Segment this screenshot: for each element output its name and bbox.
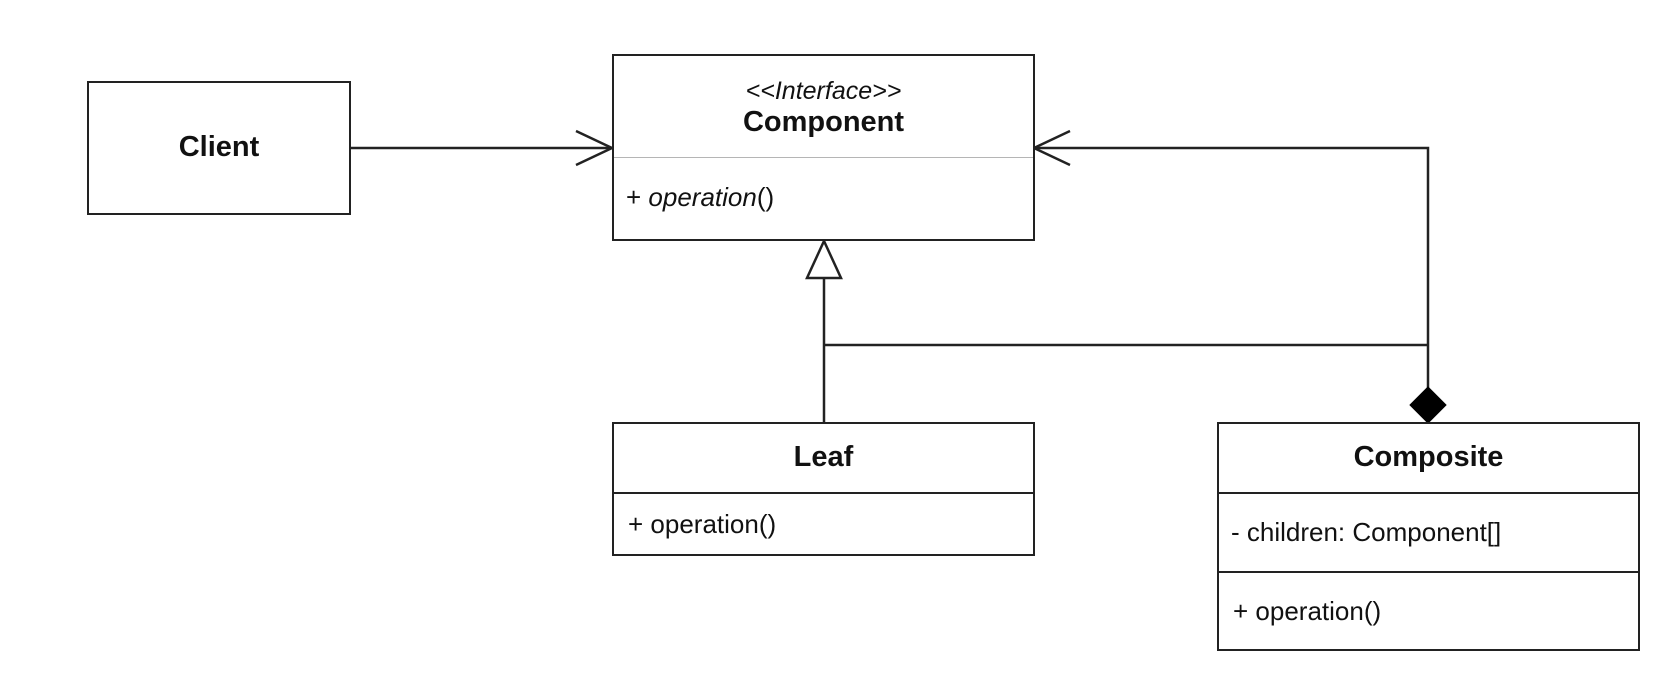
client-class[interactable]: Client: [87, 81, 351, 215]
leaf-title-section: Leaf: [614, 424, 1033, 492]
leaf-class[interactable]: Leaf + operation(): [612, 422, 1035, 556]
component-interface[interactable]: <<Interface>> Component + operation (): [612, 54, 1035, 241]
interface-stereotype: <<Interface>>: [745, 77, 902, 106]
component-method-suffix: (): [756, 182, 775, 212]
client-title-section: Client: [89, 83, 349, 213]
component-method-prefix: +: [626, 182, 649, 212]
component-title-section: <<Interface>> Component: [614, 56, 1033, 157]
composite-method: + operation(): [1219, 571, 1638, 649]
leaf-method: + operation(): [614, 492, 1033, 554]
component-methods-section: + operation (): [614, 157, 1033, 237]
client-class-name: Client: [178, 131, 260, 164]
leaf-class-name: Leaf: [793, 441, 854, 474]
component-operation-method: operation: [648, 182, 757, 212]
composite-children-line: [1034, 146, 1430, 403]
composite-children-attribute: - children: Component[]: [1219, 492, 1638, 571]
composite-title-section: Composite: [1219, 424, 1638, 492]
composite-class-name: Composite: [1353, 441, 1504, 474]
component-class-name: Component: [742, 106, 905, 139]
realization-triangle-icon: [805, 238, 843, 280]
composition-diamond-icon: [1409, 386, 1447, 424]
composite-class[interactable]: Composite - children: Component[] + oper…: [1217, 422, 1640, 651]
